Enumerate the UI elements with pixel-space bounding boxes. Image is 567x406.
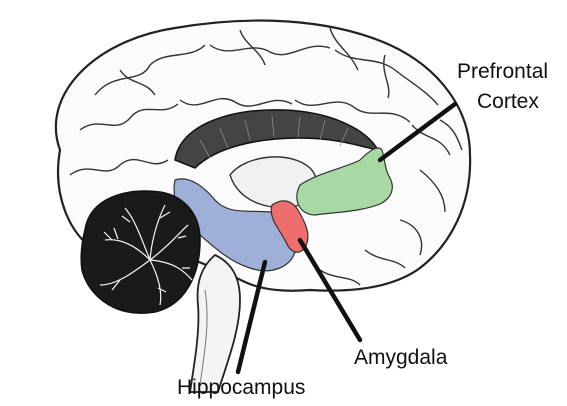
hippocampus-label: Hippocampus — [177, 376, 305, 400]
amygdala-label: Amygdala — [354, 346, 447, 370]
brainstem — [190, 255, 240, 392]
prefrontal-label-line2: Cortex — [477, 90, 539, 114]
prefrontal-label-line1: Prefrontal — [457, 60, 548, 84]
